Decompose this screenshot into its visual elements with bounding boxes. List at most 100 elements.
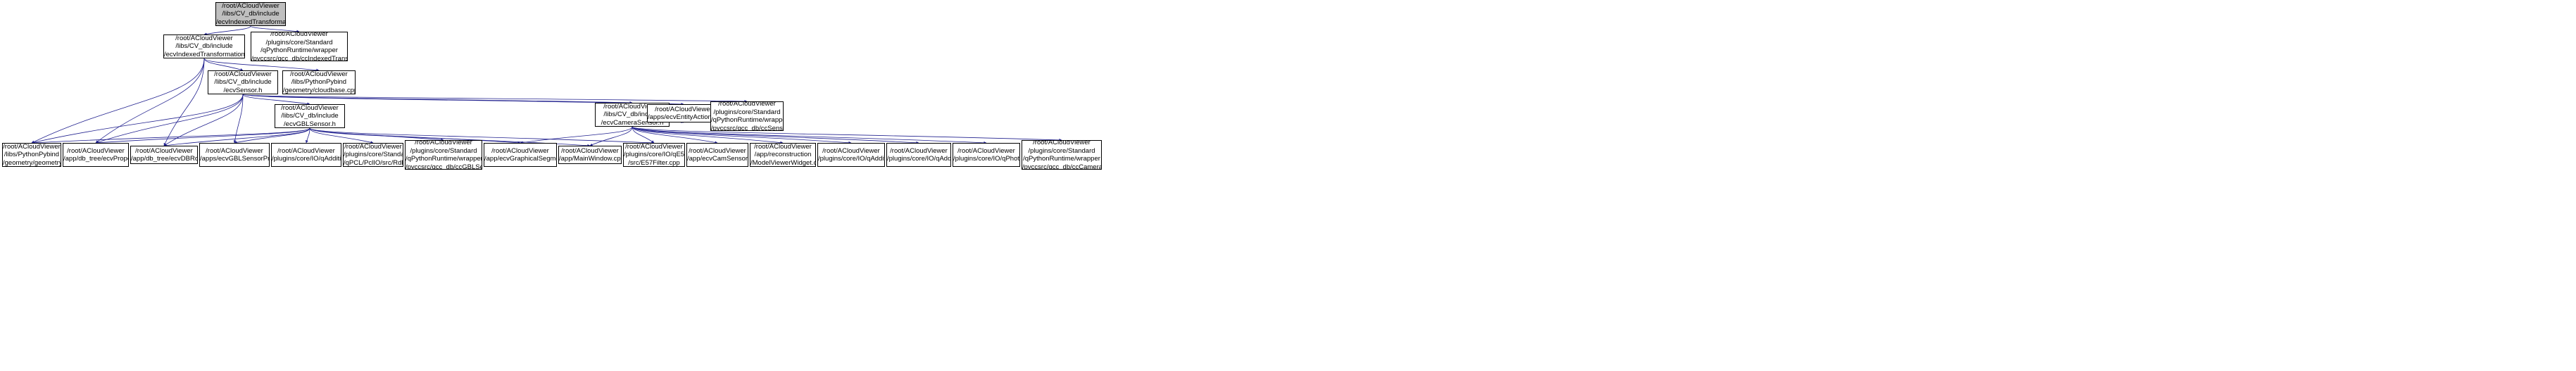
graph-node-n12[interactable]: /root/ACloudViewer/apps/ecvGBLSensorProj… [199,143,270,167]
graph-node-label-line: /root/ACloudViewer [754,143,812,151]
graph-node-n5[interactable]: /root/ACloudViewer/libs/CV_db/include/ec… [275,104,345,128]
graph-node-label-line: /root/ACloudViewer [135,146,193,155]
graph-node-n10[interactable]: /root/ACloudViewer/app/db_tree/ecvProper… [63,143,129,167]
graph-edge [203,58,244,71]
graph-edge [242,94,633,104]
graph-edge [95,94,244,144]
graph-node-label-line: /plugins/core/IO/qAdditionalIO/src/PovFi… [272,155,341,163]
graph-node-label-line: /libs/CV_db/include [175,42,233,51]
graph-node-label-line: /root/ACloudViewer [270,32,328,38]
graph-edge [163,94,244,146]
graph-node-label-line: /root/ACloudViewer [214,70,272,78]
graph-node-label-line: /root/ACloudViewer [290,70,348,78]
graph-node-label-line: /ecvIndexedTransformationBuffer.h [164,50,245,58]
graph-node-n0[interactable]: /root/ACloudViewer/libs/CV_db/include/ec… [215,2,286,26]
graph-node-label-line: /root/ACloudViewer [561,146,619,155]
graph-node-n17[interactable]: /root/ACloudViewer/app/MainWindow.cpp [558,146,622,164]
graph-node-n3[interactable]: /root/ACloudViewer/libs/CV_db/include/ec… [208,70,278,94]
graph-node-label-line: /root/ACloudViewer [281,104,339,112]
graph-node-label-line: /plugins/core/Standard [344,151,403,159]
graph-node-label-line: /apps/ecvGBLSensorProjectionDlg.cpp [200,155,270,163]
graph-node-label-line: /plugins/core/Standard [410,146,477,155]
graph-edge [632,126,1062,142]
graph-node-label-line: /libs/CV_db/include [222,10,279,18]
graph-edge [632,126,718,144]
graph-node-n7[interactable]: /root/ACloudViewer/apps/ecvEntityAction.… [647,104,720,122]
graph-node-label-line: /root/ACloudViewer [175,34,233,42]
graph-node-label-line: /app/db_tree/ecvPropertiesTreeDelegate.c… [63,155,129,163]
graph-node-label-line: /libs/CV_db/include [281,112,339,120]
graph-node-label-line: /geometry/geometry.cpp [3,158,61,167]
graph-node-label-line: /ecvGBLSensor.h [284,120,336,128]
graph-node-label-line: /pyccsrc/qcc_db/ccGBLSensor.cpp [406,163,482,170]
graph-edge [163,58,205,146]
graph-node-label-line: /geometry/cloudbase.cpp [283,86,356,94]
graph-node-n21[interactable]: /root/ACloudViewer/plugins/core/IO/qAddi… [817,143,885,167]
graph-node-n23[interactable]: /root/ACloudViewer/plugins/core/IO/qPhot… [953,143,1020,167]
graph-node-label-line: /app/ecvGraphicalSegmentationTool.cpp [484,155,556,163]
graph-node-n1[interactable]: /root/ACloudViewer/libs/CV_db/include/ec… [163,34,245,58]
graph-node-label-line: /app/ecvCamSensorProjectionDlg.cpp [687,155,748,163]
graph-edge [309,127,444,142]
graph-node-label-line: /qPCL/PclIO/src/RdlFilter.cpp [344,158,403,167]
graph-node-n9[interactable]: /root/ACloudViewer/libs/PythonPybind/geo… [2,143,61,167]
graph-node-label-line: /ecvCameraSensor.h [601,118,664,127]
graph-node-n18[interactable]: /root/ACloudViewer/plugins/core/IO/qE57I… [623,143,685,167]
graph-edge [203,25,251,36]
graph-node-label-line: /root/ACloudViewer [957,146,1015,155]
graph-node-label-line: /root/ACloudViewer [689,146,746,155]
graph-node-n11[interactable]: /root/ACloudViewer/app/db_tree/ecvDBRoot… [130,146,198,164]
graph-node-label-line: /ModelViewerWidget.cpp [750,158,815,167]
graph-node-n15[interactable]: /root/ACloudViewer/plugins/core/Standard… [405,140,482,170]
graph-node-label-line: /ecvIndexedTransformation.h [216,18,286,26]
graph-node-label-line: /plugins/core/IO/qAdditionalIO/src/Bundl… [818,155,884,163]
graph-node-label-line: /root/ACloudViewer [491,146,549,155]
graph-node-label-line: /plugins/core/IO/qPhotoscanIO/src/PhotoS… [953,155,1019,163]
graph-node-label-line: /libs/CV_db/include [603,111,661,119]
graph-edge [31,94,244,144]
graph-edge [234,127,310,144]
graph-node-label-line: /root/ACloudViewer [603,103,661,111]
graph-node-n4[interactable]: /root/ACloudViewer/libs/PythonPybind/geo… [282,70,356,94]
graph-edge [242,94,748,103]
graph-node-n13[interactable]: /root/ACloudViewer/plugins/core/IO/qAddi… [271,143,341,167]
graph-node-label-line: /app/reconstruction [754,151,812,159]
graph-node-label-line: /pyccsrc/qcc_db/ccIndexedTransformation.… [251,54,347,61]
graph-node-label-line: /libs/PythonPybind [4,151,60,159]
graph-node-n24[interactable]: /root/ACloudViewer/plugins/core/Standard… [1022,140,1102,170]
graph-edge [520,126,633,144]
graph-node-label-line: /root/ACloudViewer [890,146,948,155]
graph-edge [632,126,987,144]
graph-node-label-line: /qPythonRuntime/wrapper [1023,155,1100,163]
graph-edge [242,94,310,106]
graph-node-label-line: /root/ACloudViewer [655,105,712,113]
graph-node-label-line: /pyccsrc/qcc_db/ccCameraSensor.cpp [1022,163,1101,170]
graph-node-label-line: /qPythonRuntime/wrapper [260,46,338,54]
graph-edge [309,127,374,144]
graph-node-label-line: /pyccsrc/qcc_db/ccSensor.cpp [711,124,783,131]
graph-node-n19[interactable]: /root/ACloudViewer/app/ecvCamSensorProje… [686,143,748,167]
graph-node-n14[interactable]: /root/ACloudViewer/plugins/core/Standard… [343,143,403,167]
graph-edge [305,127,310,144]
graph-node-label-line: /root/ACloudViewer [625,143,683,151]
graph-node-label-line: /root/ACloudViewer [1033,140,1091,146]
graph-edge [250,25,300,33]
graph-node-label-line: /root/ACloudViewer [822,146,880,155]
graph-node-n20[interactable]: /root/ACloudViewer/app/reconstruction/Mo… [750,143,816,167]
graph-node-n16[interactable]: /root/ACloudViewer/app/ecvGraphicalSegme… [484,143,557,167]
graph-node-label-line: /plugins/core/IO/qAdditionalIO/src/IcmFi… [887,155,951,163]
graph-node-label-line: /root/ACloudViewer [3,143,61,151]
graph-node-label-line: /src/E57Filter.cpp [628,158,680,167]
graph-node-label-line: /root/ACloudViewer [67,146,125,155]
graph-node-n2[interactable]: /root/ACloudViewer/plugins/core/Standard… [251,32,348,61]
graph-node-label-line: /root/ACloudViewer [206,146,263,155]
graph-node-label-line: /root/ACloudViewer [277,146,335,155]
graph-node-label-line: /root/ACloudViewer [718,101,776,108]
graph-node-label-line: /apps/ecvEntityAction.cpp [648,113,720,121]
graph-node-label-line: /root/ACloudViewer [344,143,402,151]
graph-node-n8[interactable]: /root/ACloudViewer/plugins/core/Standard… [710,101,784,131]
graph-node-label-line: /plugins/core/Standard [265,38,333,46]
graph-node-n22[interactable]: /root/ACloudViewer/plugins/core/IO/qAddi… [886,143,951,167]
